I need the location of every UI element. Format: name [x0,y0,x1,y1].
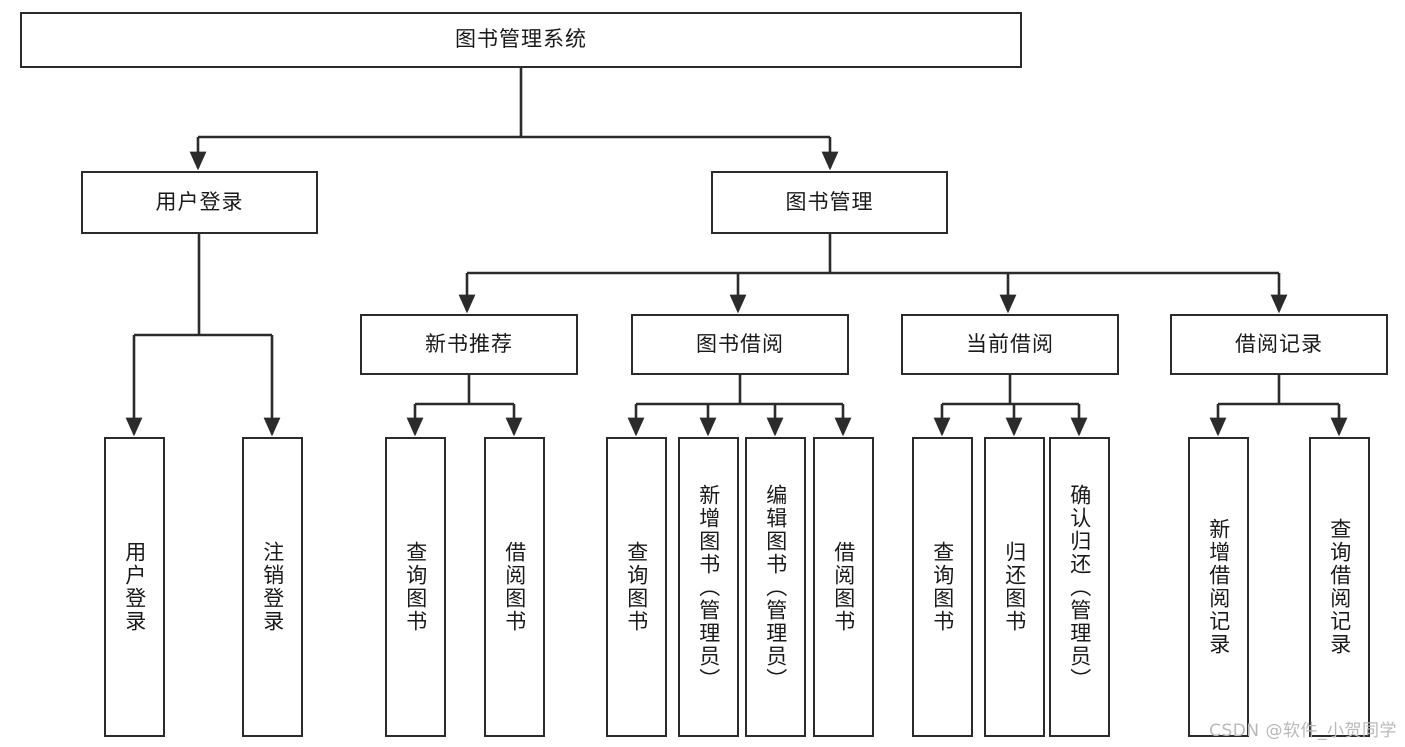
leaf-label: 查询借阅记录 [1327,518,1352,656]
node-leaf-add-record[interactable]: 新增借阅记录 [1188,437,1249,737]
leaf-label: 归还图书 [1002,541,1027,633]
node-leaf-confirm-return[interactable]: 确认归还（管理员） [1049,437,1110,737]
leaf-label: 查询图书 [930,541,955,633]
node-book-borrow[interactable]: 图书借阅 [631,314,849,375]
leaf-label: 编辑图书（管理员） [763,483,788,691]
node-new-book-recommend[interactable]: 新书推荐 [360,314,578,375]
leaf-label: 新增借阅记录 [1206,518,1231,656]
node-book-management[interactable]: 图书管理 [711,171,948,234]
node-leaf-query-book-1[interactable]: 查询图书 [385,437,446,737]
node-leaf-query-book-2[interactable]: 查询图书 [606,437,667,737]
leaf-label: 借阅图书 [831,541,856,633]
node-leaf-edit-book[interactable]: 编辑图书（管理员） [745,437,806,737]
node-leaf-add-book[interactable]: 新增图书（管理员） [678,437,739,737]
node-leaf-logout[interactable]: 注销登录 [242,437,303,737]
node-leaf-borrow-book-2[interactable]: 借阅图书 [813,437,874,737]
leaf-label: 注销登录 [260,541,285,633]
leaf-label: 用户登录 [122,541,147,633]
node-root-system[interactable]: 图书管理系统 [20,12,1022,68]
leaf-label: 新增图书（管理员） [696,483,721,691]
node-current-borrow[interactable]: 当前借阅 [901,314,1119,375]
node-leaf-query-book-3[interactable]: 查询图书 [912,437,973,737]
leaf-label: 查询图书 [624,541,649,633]
node-borrow-record[interactable]: 借阅记录 [1170,314,1388,375]
watermark: CSDN @软件_小贺同学 [1209,721,1397,741]
node-leaf-query-record[interactable]: 查询借阅记录 [1309,437,1370,737]
node-leaf-return-book[interactable]: 归还图书 [984,437,1045,737]
node-leaf-borrow-book-1[interactable]: 借阅图书 [484,437,545,737]
node-user-login[interactable]: 用户登录 [81,171,318,234]
leaf-label: 借阅图书 [502,541,527,633]
leaf-label: 确认归还（管理员） [1067,483,1092,691]
node-leaf-user-login[interactable]: 用户登录 [104,437,165,737]
leaf-label: 查询图书 [403,541,428,633]
